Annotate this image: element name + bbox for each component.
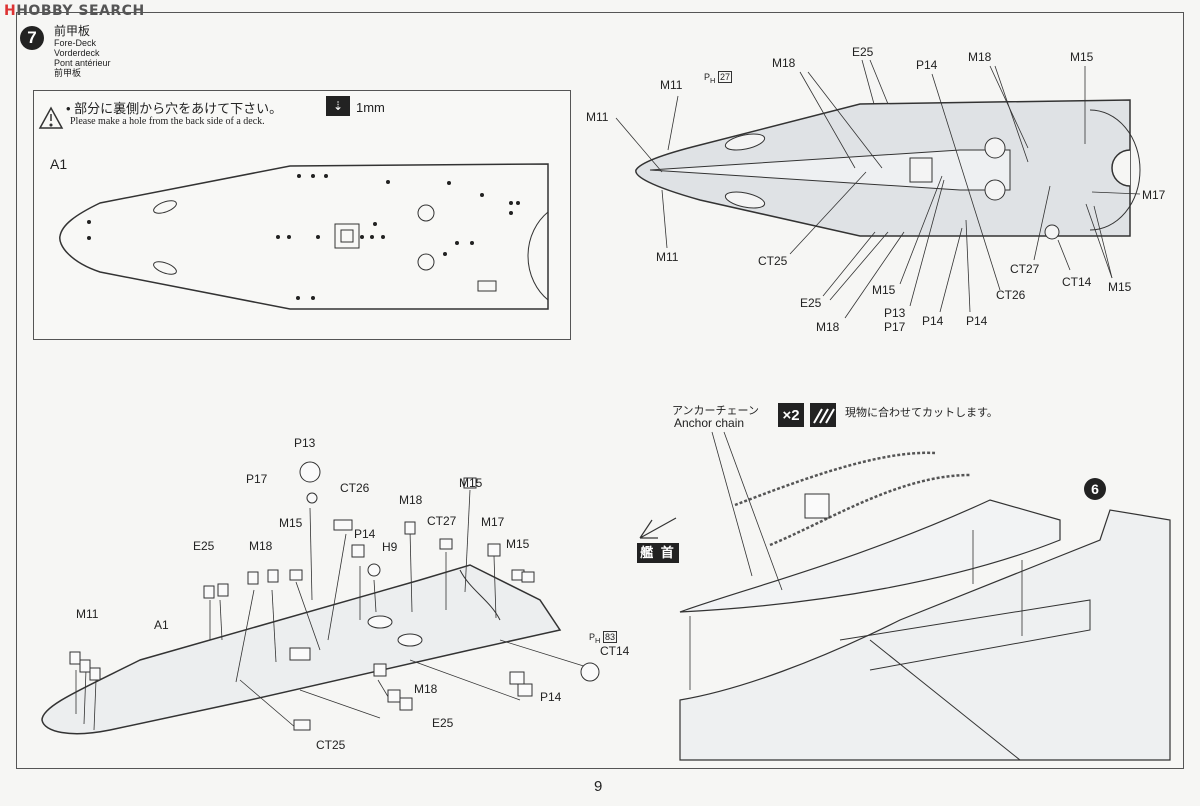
label-bl-p13: P13 [294,436,316,450]
label-bl-m15-top: M15 [459,476,483,490]
label-ct14: CT14 [1062,275,1092,289]
anchor-chain-label-en: Anchor chain [674,416,745,430]
label-ct25: CT25 [758,254,788,268]
label-bl-p14: P14 [354,527,376,541]
top-right-deck [635,99,1141,240]
label-m11-top: M11 [660,78,683,92]
label-bl-m18-bottom: M18 [414,682,438,696]
step-title-jp: 前甲板 [54,24,91,38]
anchor-chain-lines [734,451,971,547]
step-title-en: Fore-Deck [54,38,97,48]
label-bl-h9: H9 [382,540,398,554]
drill-note-box [33,90,571,340]
bow-label: 艦 首 [637,543,679,563]
label-bl-m15-left: M15 [279,516,303,530]
label-bl-m18-left: M18 [249,539,273,553]
label-m15-top: M15 [1070,50,1094,64]
label-bl-a1: A1 [154,618,169,632]
label-m18-b: M18 [968,50,992,64]
label-bl-ct27: CT27 [427,514,457,528]
label-ct26: CT26 [996,288,1026,302]
hull-leader-lines [689,431,1023,690]
label-e25-top: E25 [852,45,874,59]
cut-note: 現物に合わせてカットします。 [845,407,998,419]
label-bl-e25-bottom: E25 [432,716,454,730]
quantity-badge: ×2 [778,403,804,427]
label-bl-m18-top: M18 [399,493,423,507]
label-bl-p14-bottom: P14 [540,690,562,704]
note-text-jp: • 部分に裏側から穴をあけて下さい。 [66,101,283,116]
page-number: 9 [594,778,603,795]
label-p14-b: P14 [966,314,988,328]
label-bl-m11: M11 [76,607,99,621]
label-bl-ct14: CT14 [600,644,630,658]
hull-assembly [679,499,1171,761]
page-frame [16,12,1184,769]
note-text-en: Please make a hole from the back side of… [70,116,265,127]
step-title-cn: 前甲板 [54,68,82,78]
drill-size: 1mm [356,100,385,115]
drill-hole-markers [87,174,520,300]
step-title-de: Vorderdeck [54,48,100,58]
bottom-left-deck [41,564,562,735]
label-bl-p17: P17 [246,472,268,486]
label-p13: P13 [884,306,906,320]
part-label-a1: A1 [50,156,68,172]
next-step-badge: 6 [1084,478,1106,500]
label-m17: M17 [1142,188,1166,202]
label-m15-right: M15 [1108,280,1132,294]
label-p14-a: P14 [922,314,944,328]
cut-icon [810,403,836,427]
label-m18-a: M18 [772,56,796,70]
paint-icon [804,493,830,519]
top-right-leader-lines [615,59,1141,319]
label-bl-ct26: CT26 [340,481,370,495]
label-m18-bottom: M18 [816,320,840,334]
anchor-chain-label-jp: アンカーチェーン [672,405,760,417]
label-m15-bottom: M15 [872,283,896,297]
bottom-left-parts [69,461,600,731]
label-p17: P17 [884,320,906,334]
label-ct27: CT27 [1010,262,1040,276]
label-p14-top: P14 [916,58,938,72]
step-number-badge: 7 [20,26,44,50]
step-title-fr: Pont antérieur [54,58,111,68]
label-e25-bottom: E25 [800,296,822,310]
drill-icon: ⇣ [326,96,350,116]
reference-p-h-27: PH 27 [704,71,732,85]
warning-icon [38,106,64,129]
label-bl-ct25: CT25 [316,738,346,752]
watermark: HHOBBY SEARCH [4,3,145,19]
label-m11-left: M11 [586,110,609,124]
label-m11-bottom: M11 [656,250,679,264]
label-bl-m15-right: M15 [506,537,530,551]
bow-arrow-icon [639,517,677,539]
label-bl-m17: M17 [481,515,505,529]
a1-deck-outline [59,163,549,310]
step-titles: 前甲板 Fore-Deck Vorderdeck Pont antérieur … [54,24,111,78]
bottom-left-leader-lines [75,489,591,731]
label-bl-e25-left: E25 [193,539,215,553]
reference-p-h-83: PH 83 [589,631,617,645]
